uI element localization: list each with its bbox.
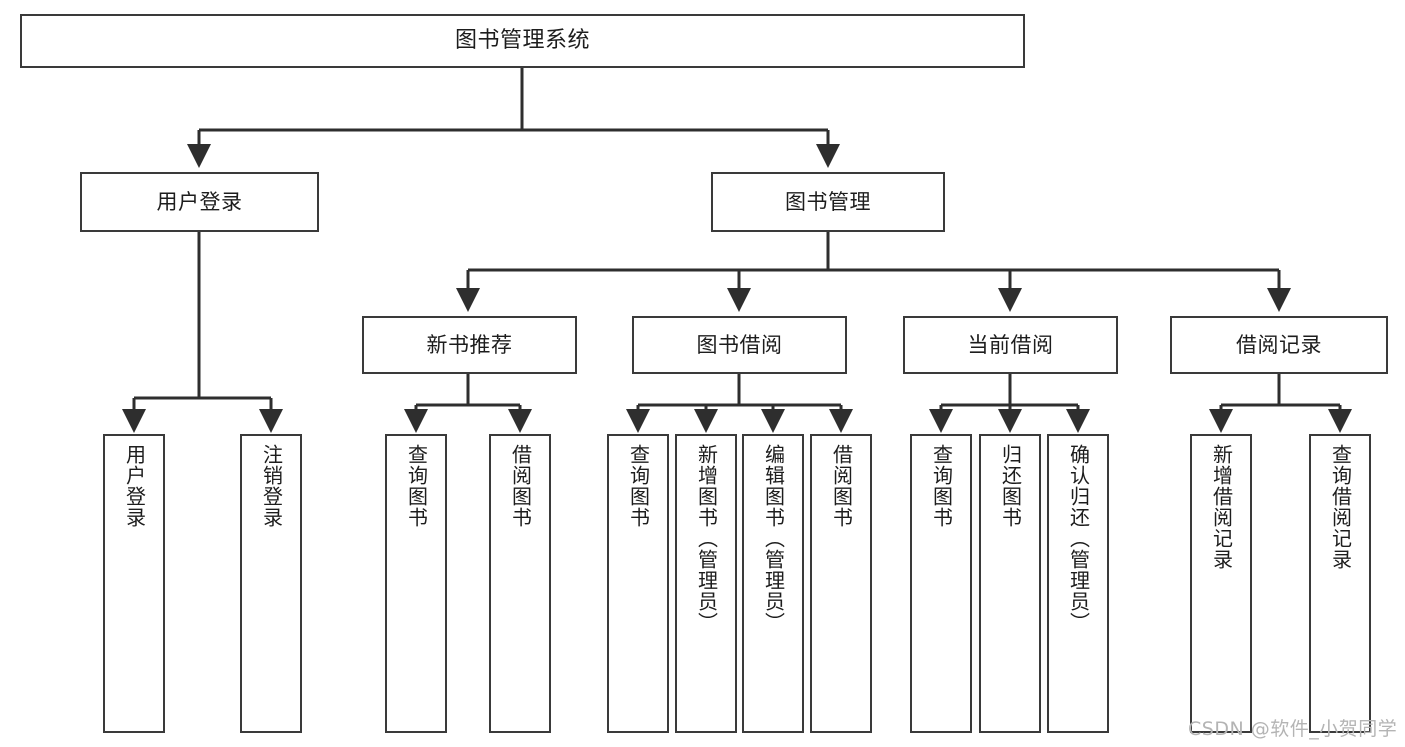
node-label: 注销登录	[259, 444, 284, 528]
node-label: 新书推荐	[426, 332, 513, 357]
node-label: 查询借阅记录	[1328, 444, 1353, 570]
node-book-management[interactable]: 图书管理	[711, 172, 945, 232]
node-label: 新增借阅记录	[1209, 444, 1234, 570]
node-label: 借阅记录	[1236, 332, 1322, 357]
node-leaf-borrow-book-2[interactable]: 借阅图书	[810, 434, 872, 733]
node-label: 新增图书（管理员）	[694, 444, 719, 633]
node-book-borrow[interactable]: 图书借阅	[632, 316, 847, 374]
node-user-login[interactable]: 用户登录	[80, 172, 319, 232]
node-root-book-management-system[interactable]: 图书管理系统	[20, 14, 1025, 68]
node-label: 图书借阅	[696, 332, 783, 357]
node-label: 用户登录	[122, 444, 147, 528]
node-label: 确认归还（管理员）	[1066, 444, 1091, 633]
node-leaf-query-borrow-record[interactable]: 查询借阅记录	[1309, 434, 1371, 733]
node-label: 借阅图书	[829, 444, 854, 528]
node-leaf-user-login[interactable]: 用户登录	[103, 434, 165, 733]
node-label: 编辑图书（管理员）	[761, 444, 786, 633]
node-label: 归还图书	[998, 444, 1023, 528]
node-leaf-logout[interactable]: 注销登录	[240, 434, 302, 733]
node-leaf-return-book[interactable]: 归还图书	[979, 434, 1041, 733]
node-leaf-add-book-admin[interactable]: 新增图书（管理员）	[675, 434, 737, 733]
node-new-book-recommendation[interactable]: 新书推荐	[362, 316, 577, 374]
node-leaf-query-book-3[interactable]: 查询图书	[910, 434, 972, 733]
node-current-borrow[interactable]: 当前借阅	[903, 316, 1118, 374]
node-label: 查询图书	[626, 444, 651, 528]
node-leaf-edit-book-admin[interactable]: 编辑图书（管理员）	[742, 434, 804, 733]
node-label: 查询图书	[929, 444, 954, 528]
node-label: 借阅图书	[508, 444, 533, 528]
node-label: 图书管理系统	[454, 28, 590, 54]
node-label: 用户登录	[156, 189, 243, 214]
node-leaf-query-book-2[interactable]: 查询图书	[607, 434, 669, 733]
watermark: CSDN @软件_小贺同学	[1188, 718, 1398, 740]
node-leaf-borrow-book-1[interactable]: 借阅图书	[489, 434, 551, 733]
node-leaf-add-borrow-record[interactable]: 新增借阅记录	[1190, 434, 1252, 733]
node-borrow-record[interactable]: 借阅记录	[1170, 316, 1388, 374]
node-label: 图书管理	[785, 189, 871, 214]
node-label: 当前借阅	[967, 332, 1054, 357]
node-leaf-confirm-return-admin[interactable]: 确认归还（管理员）	[1047, 434, 1109, 733]
node-label: 查询图书	[404, 444, 429, 528]
node-leaf-query-book-1[interactable]: 查询图书	[385, 434, 447, 733]
